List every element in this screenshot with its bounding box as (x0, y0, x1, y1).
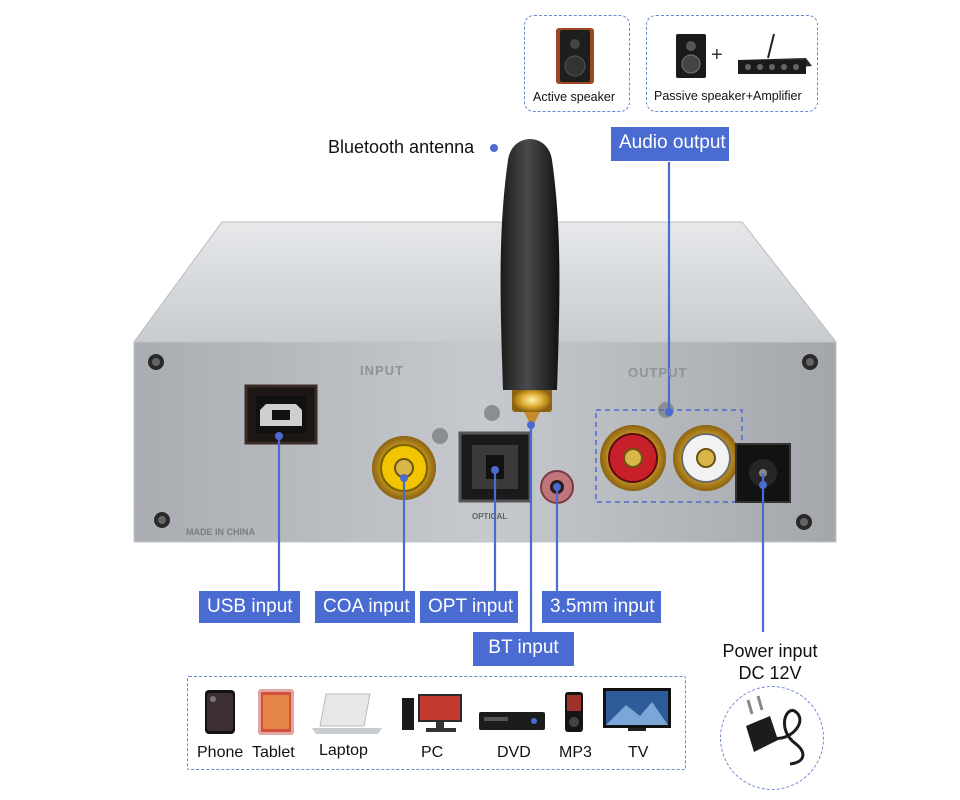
connector-lines (277, 162, 765, 632)
power-input-label: Power input DC 12V (700, 640, 840, 684)
panel-print-input: INPUT (360, 363, 404, 378)
device-label-tablet: Tablet (252, 744, 295, 761)
mp3-icon (565, 692, 583, 732)
bluetooth-antenna (500, 139, 560, 428)
passive-speaker-box (646, 15, 818, 112)
active-speaker-label: Active speaker (533, 90, 615, 104)
dvd-icon (479, 712, 545, 730)
active-speaker-icon (556, 28, 594, 84)
usb-input-tag: USB input (199, 591, 300, 623)
coaxial-port (372, 428, 448, 500)
coa-input-tag: COA input (315, 591, 415, 623)
device-label-mp3: MP3 (559, 744, 592, 761)
tablet-icon (258, 689, 294, 735)
pc-icon (402, 694, 462, 732)
passive-speaker-icon (676, 34, 706, 78)
power-input-line1: Power input (722, 641, 818, 661)
device-label-tv: TV (628, 744, 649, 761)
device-label-laptop: Laptop (319, 742, 368, 759)
panel-print-made-in-china: MADE IN CHINA (186, 527, 255, 537)
bt-input-tag: BT input (473, 632, 574, 666)
panel-print-output: OUTPUT (628, 365, 688, 380)
phone-icon (205, 690, 235, 734)
tv-icon (603, 688, 671, 731)
amplifier-icon (738, 33, 812, 74)
mm-input-tag: 3.5mm input (542, 591, 661, 623)
device-label-phone: Phone (197, 744, 244, 761)
opt-input-tag: OPT input (420, 591, 518, 623)
plus-sign: + (711, 44, 723, 66)
audio-output-ports (595, 402, 743, 503)
power-adapter-circle (720, 686, 824, 790)
usb-port (244, 384, 318, 445)
laptop-icon (312, 693, 382, 734)
passive-speaker-label: Passive speaker+Amplifier (654, 89, 802, 103)
source-devices-box (187, 676, 686, 770)
device-label-dvd: DVD (497, 744, 531, 761)
power-input-line2: DC 12V (738, 663, 802, 683)
bluetooth-antenna-label: Bluetooth antenna (328, 137, 475, 157)
panel-print-optical: OPTICAL (472, 512, 508, 521)
audio-output-tag: Audio output (611, 127, 729, 161)
active-speaker-box (524, 15, 630, 112)
screw-icon (148, 354, 818, 530)
device-label-pc: PC (421, 744, 444, 761)
